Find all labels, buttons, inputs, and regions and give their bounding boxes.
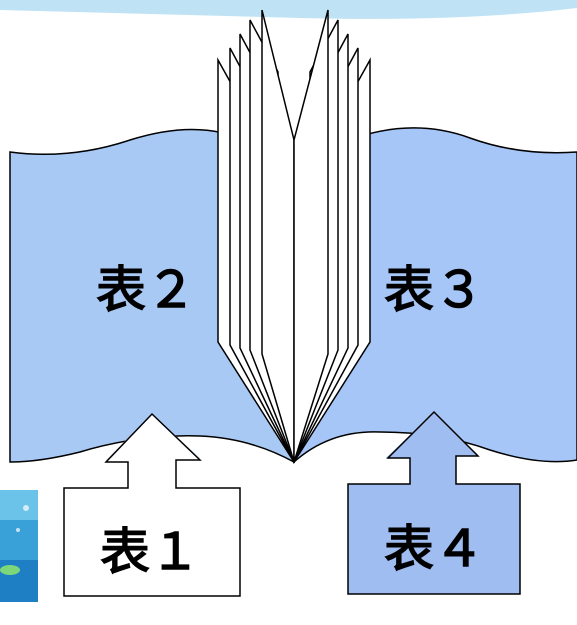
fanned-pages: [217, 9, 371, 463]
front-cover-label: 表１: [100, 523, 200, 581]
front-cover-box: [63, 412, 241, 597]
ocean-illustration-icon: [0, 490, 38, 602]
back-cover-label: 表４: [384, 520, 484, 578]
back-cover-box: [347, 410, 521, 595]
left-page-label: 表２: [96, 261, 196, 319]
top-banner: [0, 0, 577, 19]
right-page-label: 表３: [384, 261, 484, 319]
